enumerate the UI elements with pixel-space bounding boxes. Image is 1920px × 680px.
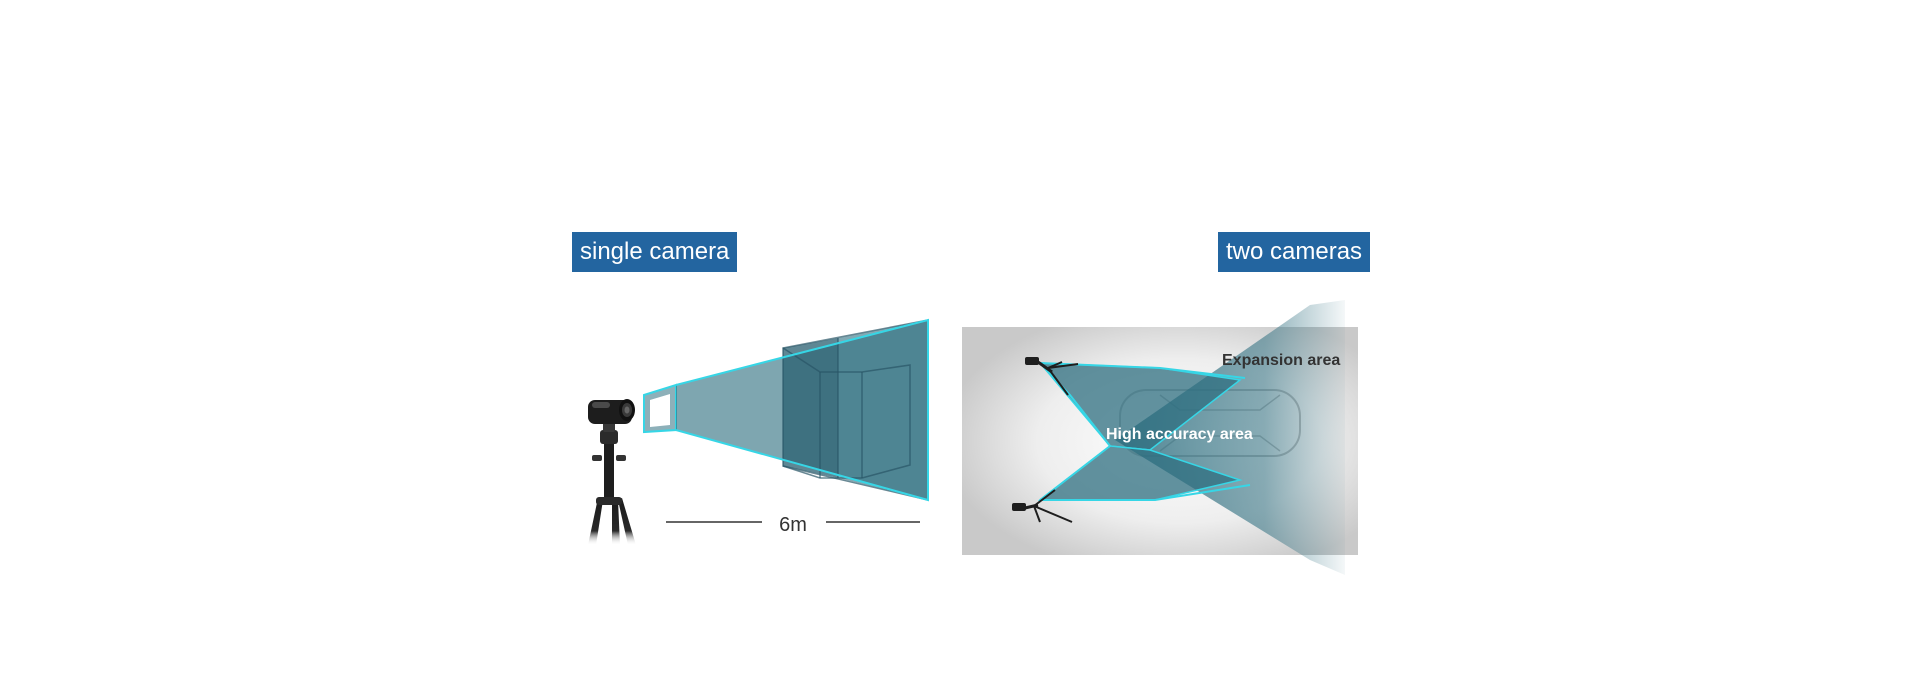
distance-label: 6m <box>779 514 807 536</box>
distance-marker: 6m <box>666 514 920 536</box>
single-camera-group: 6m <box>588 318 929 545</box>
two-cameras-group: Expansion area High accuracy area <box>962 300 1358 575</box>
upper-camera-icon <box>1025 357 1079 396</box>
expansion-area-label: Expansion area <box>1222 352 1340 369</box>
single-camera-label: single camera <box>572 232 738 272</box>
two-cameras-label: two cameras <box>1218 232 1371 272</box>
single-camera-frustum <box>643 318 929 502</box>
lower-camera-icon <box>1012 489 1073 523</box>
high-accuracy-area-label: High accuracy area <box>1106 426 1253 443</box>
tripod-camera-icon <box>588 399 636 545</box>
expansion-area <box>1115 300 1345 575</box>
